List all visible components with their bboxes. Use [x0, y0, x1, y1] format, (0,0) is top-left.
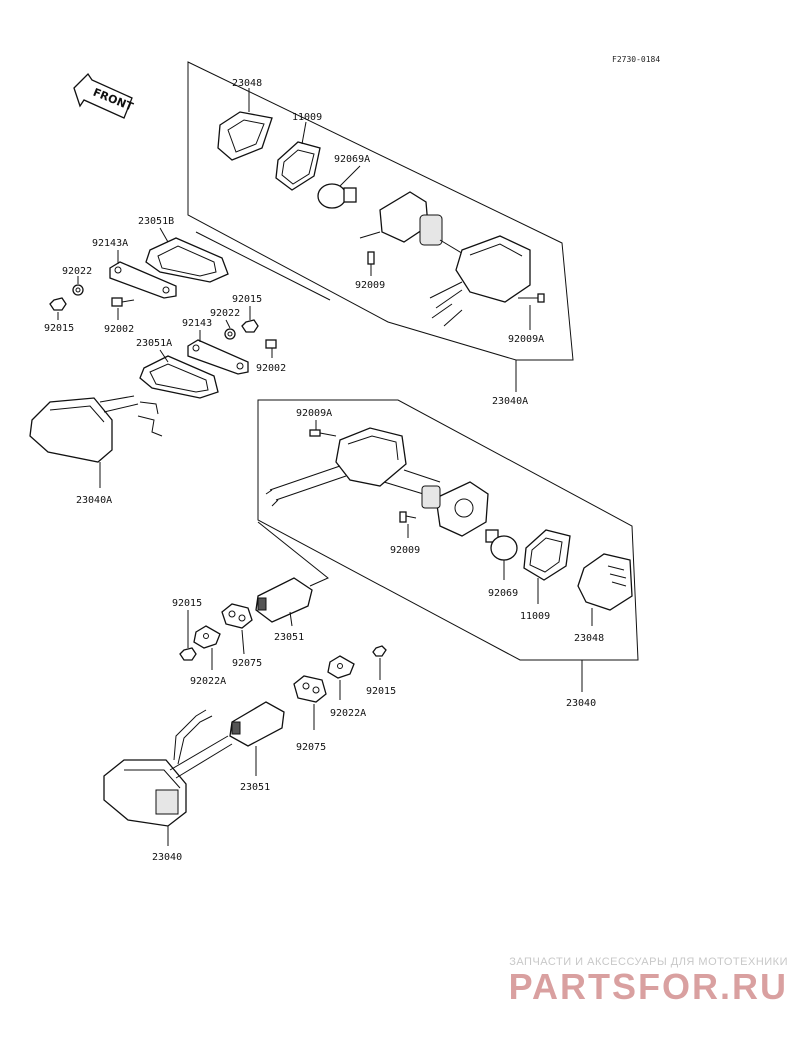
label-23051-b: 23051: [240, 782, 270, 793]
label-92022a-a: 92022A: [190, 676, 226, 687]
watermark: ЗАПЧАСТИ И АКСЕССУАРЫ ДЛЯ МОТОТЕХНИКИ PA…: [509, 956, 788, 1006]
label-92022-mid: 92022: [210, 308, 240, 319]
washer-92022-left: [72, 276, 84, 296]
screw-92009-top: [367, 251, 375, 276]
nut-92015-low: [179, 610, 197, 661]
grommet-92075-a: [221, 603, 253, 655]
label-92143a: 92143A: [92, 238, 128, 249]
label-92009-mid: 92009: [390, 545, 420, 556]
leader-23051-a: [257, 521, 329, 587]
watermark-tagline: ЗАПЧАСТИ И АКСЕССУАРЫ ДЛЯ МОТОТЕХНИКИ: [509, 956, 788, 968]
stay-92143: [187, 330, 249, 375]
label-92022a-b: 92022A: [330, 708, 366, 719]
label-23051-a: 23051: [274, 632, 304, 643]
label-23040a-right: 23040A: [492, 396, 528, 407]
label-92009-top: 92009: [355, 280, 385, 291]
stay-92143a: [109, 250, 177, 299]
housing-23040a-left: [29, 395, 163, 488]
label-92009a-mid: 92009A: [296, 408, 332, 419]
bulb-92069: [485, 529, 518, 580]
cover-23051a: [139, 349, 219, 399]
gasket-11009-mid: [523, 529, 571, 604]
washer-92022a-b: [327, 655, 355, 700]
lens-23048-top: [217, 88, 273, 161]
label-92002-mid: 92002: [256, 363, 286, 374]
label-92009a-top: 92009A: [508, 334, 544, 345]
label-11009-mid: 11009: [520, 611, 550, 622]
socket-mid: [421, 481, 489, 537]
label-92069: 92069: [488, 588, 518, 599]
label-92075-b: 92075: [296, 742, 326, 753]
front-arrow-icon: FRONT: [73, 72, 135, 119]
label-23048-mid: 23048: [574, 633, 604, 644]
label-92015-mid: 92015: [232, 294, 262, 305]
label-23051a: 23051A: [136, 338, 172, 349]
label-92015-b: 92015: [366, 686, 396, 697]
label-92002-left: 92002: [104, 324, 134, 335]
bolt-92002-mid: [265, 339, 277, 358]
label-23040-bottom: 23040: [152, 852, 182, 863]
nut-92015-mid: [241, 306, 259, 333]
diagram-code: F2730-0184: [612, 55, 660, 64]
label-23051b: 23051B: [138, 216, 174, 227]
label-92022-left: 92022: [62, 266, 92, 277]
housing-23040-mid: [265, 427, 441, 507]
gasket-11009-top: [275, 121, 321, 191]
housing-23040a-right: [429, 235, 531, 327]
label-92015-low: 92015: [172, 598, 202, 609]
label-11009-top: 11009: [292, 112, 322, 123]
grommet-92075-b: [293, 675, 327, 730]
screw-92009a-top: [518, 293, 545, 330]
label-92069a: 92069A: [334, 154, 370, 165]
label-92143: 92143: [182, 318, 212, 329]
screw-92009a-mid: [309, 420, 337, 437]
cover-23051-a: [255, 577, 313, 627]
socket-top: [359, 191, 471, 259]
washer-92022a-a: [193, 625, 221, 670]
assembly-frame-23040: [257, 399, 639, 661]
watermark-logo: PARTSFOR.RU: [508, 966, 788, 1007]
label-92015-left: 92015: [44, 323, 74, 334]
bulb-92069a: [317, 165, 361, 209]
housing-23040-bottom: [103, 709, 233, 846]
label-92075-a: 92075: [232, 658, 262, 669]
bolt-92002-left: [111, 297, 135, 320]
label-23048-top: 23048: [232, 78, 262, 89]
cover-23051b: [145, 227, 229, 283]
nut-92015-left: [49, 297, 67, 320]
nut-92015-b: [372, 645, 387, 680]
lens-23048-mid: [577, 553, 633, 626]
screw-92009-mid: [399, 511, 417, 538]
label-23040a-left: 23040A: [76, 495, 112, 506]
label-23040-right: 23040: [566, 698, 596, 709]
washer-92022-mid: [224, 319, 236, 340]
cover-23051-b: [229, 701, 285, 776]
